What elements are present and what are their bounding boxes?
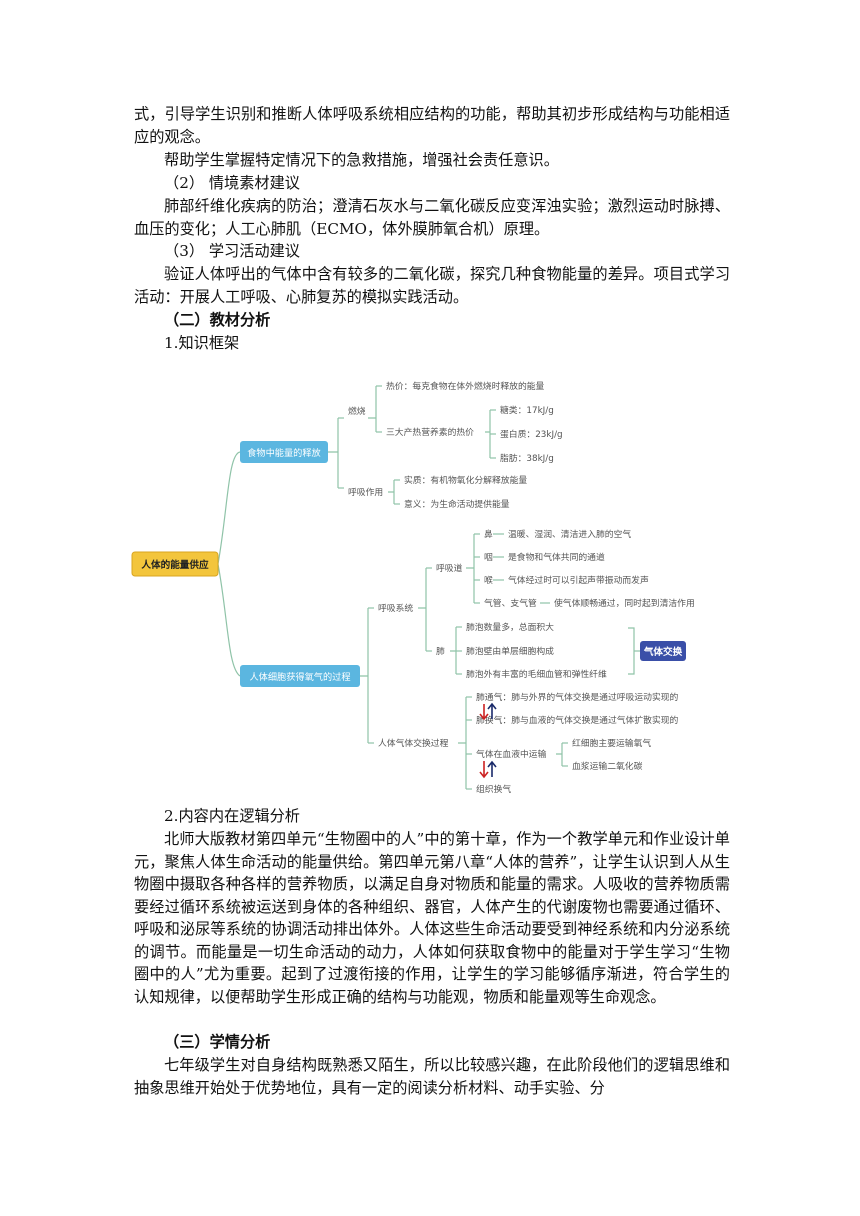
subheading-knowledge-framework: 1.知识框架 bbox=[164, 334, 240, 352]
node-plasma: 血浆运输二氧化碳 bbox=[572, 760, 643, 772]
paragraph-first-aid: 帮助学生掌握特定情况下的急救措施，增强社会责任意识。 bbox=[164, 151, 559, 169]
gas-exchange-label: 气体交换 bbox=[643, 646, 683, 658]
knowledge-mindmap: 人体的能量供应 食物中能量的释放 燃烧 热价：每克食物在体外燃烧时释放的能量 三… bbox=[131, 380, 695, 795]
node-lung: 肺 bbox=[436, 646, 445, 657]
node-pharynx-desc: 是食物和气体共同的通道 bbox=[508, 551, 605, 563]
arrow-up-icon bbox=[487, 702, 497, 719]
node-heat-value: 热价：每克食物在体外燃烧时释放的能量 bbox=[386, 380, 545, 392]
arrow-up-icon bbox=[487, 760, 497, 777]
paragraph-logic-analysis: 北师大版教材第四单元“生物圈中的人”中的第十章，作为一个教学单元和作业设计单元，… bbox=[134, 830, 730, 1006]
mindmap-branch-oxygen bbox=[240, 665, 360, 687]
node-trachea: 气管、支气管 bbox=[484, 597, 537, 609]
section-heading-textbook-analysis: （二）教材分析 bbox=[164, 311, 271, 329]
node-fat: 脂肪：38kJ/g bbox=[500, 452, 554, 464]
mindmap-root-box bbox=[131, 551, 219, 577]
node-pharynx: 咽 bbox=[484, 552, 493, 563]
subheading-logic-analysis: 2.内容内在逻辑分析 bbox=[164, 807, 300, 825]
node-larynx-desc: 气体经过时可以引起声带振动而发声 bbox=[508, 574, 649, 586]
node-sugar: 糖类：17kJ/g bbox=[500, 404, 554, 416]
node-alveoli-2: 肺泡壁由单层细胞构成 bbox=[466, 645, 554, 657]
node-essence: 实质：有机物氧化分解释放能量 bbox=[404, 474, 527, 486]
paragraph-learner-analysis: 七年级学生对自身结构既熟悉又陌生，所以比较感兴趣，在此阶段他们的逻辑思维和抽象思… bbox=[134, 1056, 730, 1097]
node-rbc: 红细胞主要运输氧气 bbox=[572, 737, 651, 749]
paragraph-context-material: 肺部纤维化疾病的防治；澄清石灰水与二氧化碳反应变浑浊实验；激烈运动时脉搏、血压的… bbox=[134, 197, 730, 238]
arrow-pair-2 bbox=[479, 760, 497, 779]
section-heading-learner-analysis: （三）学情分析 bbox=[164, 1033, 271, 1051]
arrow-down-icon bbox=[479, 761, 489, 779]
paragraph-learning-activity: 验证人体呼出的气体中含有较多的二氧化碳，探究几种食物能量的差异。项目式学习活动：… bbox=[134, 265, 730, 306]
node-three-nutrients: 三大产热营养素的热价 bbox=[386, 426, 474, 438]
node-alveoli-3: 肺泡外有丰富的毛细血管和弹性纤维 bbox=[466, 668, 607, 680]
node-lung-exchange: 肺换气：肺与血液的气体交换是通过气体扩散实现的 bbox=[476, 714, 679, 726]
node-larynx: 喉 bbox=[484, 574, 493, 586]
node-exchange-process: 人体气体交换过程 bbox=[378, 737, 449, 749]
paragraph-intro: 式，引导学生识别和推断人体呼吸系统相应结构的功能，帮助其初步形成结构与功能相适应… bbox=[134, 105, 730, 146]
node-resp-system: 呼吸系统 bbox=[378, 602, 413, 614]
node-protein: 蛋白质：23kJ/g bbox=[500, 428, 563, 440]
node-alveoli-1: 肺泡数量多，总面积大 bbox=[466, 621, 554, 633]
node-respiration: 呼吸作用 bbox=[348, 486, 383, 498]
branch-food-energy-label: 食物中能量的释放 bbox=[247, 447, 321, 459]
heading-learning-activity: （3） 学习活动建议 bbox=[164, 242, 300, 260]
mindmap-root-label: 人体的能量供应 bbox=[141, 559, 209, 571]
node-ventilation: 肺通气：肺与外界的气体交换是通过呼吸运动实现的 bbox=[476, 691, 679, 703]
heading-context-material: （2） 情境素材建议 bbox=[164, 174, 300, 192]
mindmap-connectors bbox=[217, 385, 640, 790]
node-resp-tract: 呼吸道 bbox=[436, 562, 463, 574]
gas-exchange-box bbox=[640, 641, 686, 661]
node-nose: 鼻 bbox=[484, 528, 493, 540]
node-tissue: 组织换气 bbox=[476, 783, 511, 795]
arrow-pair-1 bbox=[479, 702, 497, 721]
mindmap-branch-food-energy bbox=[240, 441, 328, 463]
node-nose-desc: 温暖、湿润、清洁进入肺的空气 bbox=[508, 528, 631, 540]
node-blood-transport: 气体在血液中运输 bbox=[476, 748, 547, 760]
arrow-down-icon bbox=[479, 704, 489, 721]
branch-oxygen-label: 人体细胞获得氧气的过程 bbox=[249, 671, 350, 683]
node-trachea-desc: 使气体顺畅通过，同时起到清洁作用 bbox=[554, 597, 695, 609]
node-burn: 燃烧 bbox=[348, 405, 366, 417]
node-meaning: 意义：为生命活动提供能量 bbox=[404, 498, 510, 510]
